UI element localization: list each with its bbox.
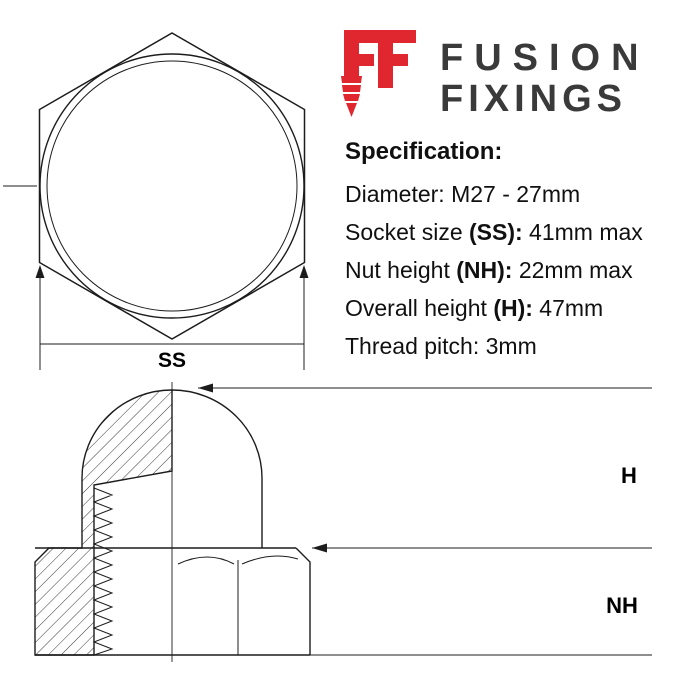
nut-height-label: NH xyxy=(606,593,638,618)
dome-outline-right xyxy=(171,389,263,548)
spec-line-overall-height: Overall height (H): 47mm xyxy=(345,295,604,321)
section-hatched-material xyxy=(34,389,173,656)
overall-height-arrow xyxy=(198,383,213,393)
brand-name-line2: FIXINGS xyxy=(440,78,628,120)
logo-monogram-shapes xyxy=(341,30,416,117)
chamfer-arc-left-face xyxy=(177,556,235,565)
specification-heading: Specification: xyxy=(345,138,503,165)
hex-right-edge xyxy=(295,547,311,655)
ss-dimension xyxy=(39,278,305,370)
ss-arrow-right xyxy=(299,265,309,278)
side-view-drawing: H NH xyxy=(34,382,652,662)
outer-circle xyxy=(39,53,305,319)
overall-height-label: H xyxy=(621,463,637,488)
brand-logo-text: FUSION FIXINGS xyxy=(440,38,650,120)
nut-height-arrow xyxy=(312,543,327,553)
ff-screw-monogram-icon xyxy=(341,30,416,117)
spec-line-thread-pitch: Thread pitch: 3mm xyxy=(345,333,537,359)
spec-line-diameter: Diameter: M27 - 27mm xyxy=(345,181,581,207)
specification-panel: Specification: Diameter: M27 - 27mm Sock… xyxy=(345,138,695,365)
top-view-drawing: SS xyxy=(3,32,309,372)
hexagon-outline xyxy=(38,32,306,340)
ss-dimension-label: SS xyxy=(158,349,186,372)
internal-thread-profile xyxy=(92,487,114,656)
chamfer-arc-right-face xyxy=(241,555,299,565)
spec-line-socket-size: Socket size (SS): 41mm max xyxy=(345,219,643,245)
spec-line-nut-height: Nut height (NH): 22mm max xyxy=(345,257,633,283)
inner-circle xyxy=(46,60,298,312)
brand-name-line1: FUSION xyxy=(440,37,650,79)
ss-arrow-left xyxy=(35,265,45,278)
